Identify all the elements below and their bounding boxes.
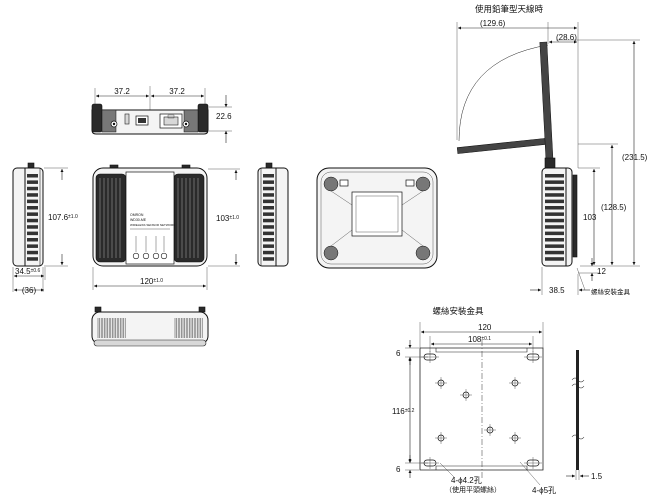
vent-slot <box>545 250 564 255</box>
dim-bracket-gap: 12 <box>597 267 606 276</box>
vent-slot <box>545 257 564 261</box>
bracket-view-title: 螺絲安裝金具 <box>432 306 484 316</box>
front-view: OMRON WD30-ME WIRELESS SENSOR NETWORK 12… <box>92 164 240 290</box>
vent-slot <box>27 193 38 197</box>
vent-slot <box>263 225 274 229</box>
status-led <box>160 252 168 260</box>
vent-slot <box>545 186 564 191</box>
vent-slot <box>545 180 564 184</box>
dim-bracket-thickness: 1.5 <box>591 472 603 481</box>
vent-slot <box>545 206 564 210</box>
vent-slot <box>545 244 564 248</box>
dim-connector-height: 22.6 <box>216 112 232 121</box>
vent-slot <box>27 212 38 216</box>
dim-hole-pitch: 108±0.1 <box>468 335 491 344</box>
front-brand-line3: WIRELESS SENSOR NETWORK <box>130 223 175 227</box>
left-side-view: 107.6±1.0 34.5±0.6 (36) <box>12 162 78 295</box>
vent-slot <box>263 250 274 255</box>
vent-slot <box>545 225 564 229</box>
slot-note-sub: （使用平頭螺絲） <box>445 485 501 494</box>
antenna-view-title: 使用鉛筆型天線時 <box>475 4 544 14</box>
bracket-front-view: 120 108±0.1 6 116±0.2 6 4-ϕ4.2孔 （使用平頭螺絲）… <box>392 322 556 495</box>
vent-slot <box>27 199 38 204</box>
front-brand-line2: WD30-ME <box>130 218 147 222</box>
vent-slot <box>27 206 38 210</box>
dim-bracket-edge-bottom: 6 <box>396 465 401 474</box>
bracket-callout: 螺絲安裝金具 <box>591 287 631 296</box>
vent-slot <box>545 174 564 178</box>
vent-slot <box>27 238 38 242</box>
dim-width-left-half: 37.2 <box>114 87 130 96</box>
dim-front-height: 103±1.0 <box>216 214 239 223</box>
right-side-view <box>257 162 289 267</box>
vent-slot <box>263 238 274 242</box>
vent-slot <box>263 186 274 191</box>
dim-antenna-base-height: (128.5) <box>601 203 627 212</box>
dim-side-with-bracket: 38.5 <box>549 286 565 295</box>
slot-note: 4-ϕ4.2孔 <box>451 476 482 485</box>
status-led <box>152 252 160 260</box>
vent-slot <box>545 193 564 197</box>
dim-side-depth: 34.5±0.6 <box>15 267 40 276</box>
vent-slot <box>27 186 38 191</box>
dim-body-height: 103 <box>583 213 597 222</box>
bottom-view <box>316 167 438 269</box>
vent-slot <box>263 218 274 223</box>
vent-slot <box>263 180 274 184</box>
vent-slot <box>263 174 274 178</box>
vent-slot <box>545 199 564 204</box>
dim-bracket-hole-vertical: 116±0.2 <box>392 407 415 416</box>
dim-overall-depth: (36) <box>22 286 37 295</box>
vent-slot <box>27 225 38 229</box>
vent-slot <box>27 250 38 255</box>
vent-slot <box>263 206 274 210</box>
bottom-front-view <box>91 306 209 347</box>
vent-slot <box>27 174 38 178</box>
vent-slot <box>545 238 564 242</box>
dim-front-width: 120±1.0 <box>140 277 163 286</box>
vent-slot <box>27 257 38 261</box>
vent-slot <box>263 199 274 204</box>
antenna-side-view: (129.6) (28.6) (231.5) (128.5) 103 12 38… <box>456 19 648 296</box>
hole-note: 4-ϕ5孔 <box>532 486 556 495</box>
vent-slot <box>27 180 38 184</box>
dim-antenna-total-height: (231.5) <box>622 153 648 162</box>
bracket-side-view: 1.5 <box>566 350 603 481</box>
top-view: 37.2 37.2 22.6 <box>91 86 232 143</box>
vent-slot <box>263 231 274 236</box>
vent-slot <box>545 231 564 236</box>
dim-bracket-edge-top: 6 <box>396 349 401 358</box>
status-led <box>132 252 140 260</box>
vent-slot <box>263 257 274 261</box>
vent-slot <box>263 193 274 197</box>
vent-slot <box>27 244 38 248</box>
dim-width-right-half: 37.2 <box>169 87 185 96</box>
vent-slot <box>27 231 38 236</box>
dim-side-height: 107.6±1.0 <box>48 213 78 222</box>
dim-bracket-width: 120 <box>478 323 492 332</box>
vent-slot <box>263 212 274 216</box>
vent-slot <box>545 218 564 223</box>
dim-antenna-reach: (129.6) <box>480 19 506 28</box>
dim-antenna-offset: (28.6) <box>556 33 577 42</box>
front-brand-line1: OMRON <box>130 213 144 217</box>
status-led <box>142 252 150 260</box>
vent-slot <box>263 244 274 248</box>
vent-slot <box>27 218 38 223</box>
vent-slot <box>545 212 564 216</box>
